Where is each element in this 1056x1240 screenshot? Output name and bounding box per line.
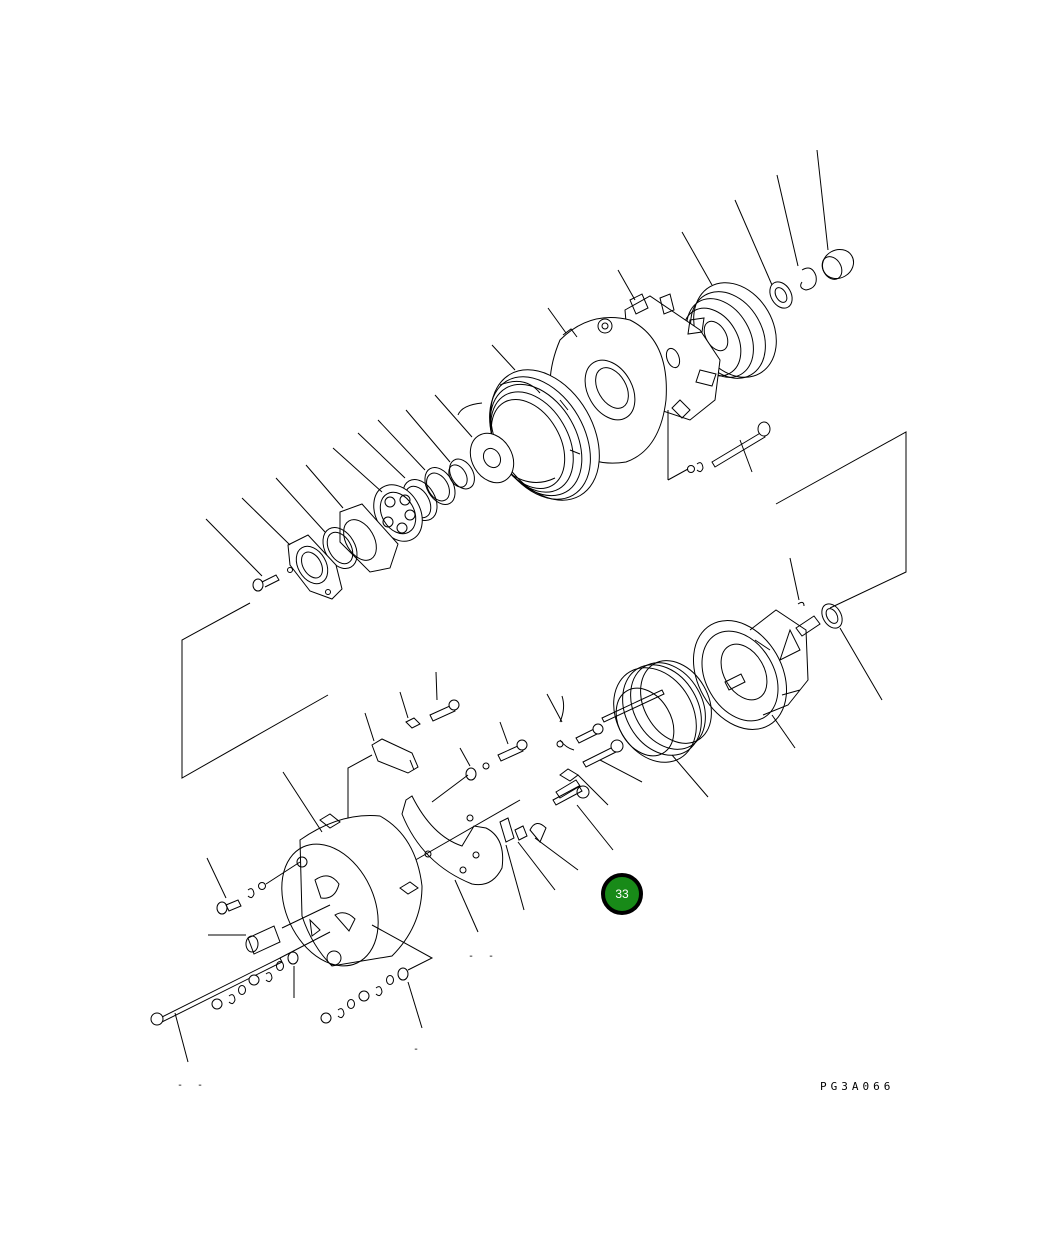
screw-part <box>205 518 280 592</box>
callout-label: 33 <box>615 887 629 901</box>
upper-assembly <box>205 149 855 600</box>
rear-hardware <box>150 857 434 1063</box>
dash-mark: - - <box>468 951 499 962</box>
middle-hardware <box>499 693 643 911</box>
bearing-cover-part <box>241 497 343 600</box>
rotor-part <box>692 609 809 749</box>
dash-mark: - <box>413 1044 424 1055</box>
callout-badge-33[interactable]: 33 <box>601 873 643 915</box>
ring-parts <box>357 409 475 521</box>
spring-washer-part <box>776 174 817 291</box>
spacer-part <box>434 394 515 484</box>
stator-part <box>457 344 600 501</box>
rear-stator-part <box>601 660 712 798</box>
flat-washer-part <box>734 199 793 309</box>
terminal-hardware <box>399 671 528 803</box>
rear-ring-part <box>821 603 883 701</box>
rectifier-part <box>401 795 521 933</box>
rotor-assembly <box>692 557 883 749</box>
drawing-code: PG3A066 <box>820 1080 895 1093</box>
bearing-part <box>332 447 423 542</box>
relation-lines <box>181 431 907 779</box>
gasket-plate-part <box>305 464 399 573</box>
nut-part <box>816 149 855 280</box>
through-bolt-upper <box>667 410 771 481</box>
rotor-shaft <box>789 557 821 637</box>
dash-mark: - - <box>177 1080 208 1091</box>
regulator-part <box>347 712 419 830</box>
rear-bracket-part <box>281 771 423 967</box>
